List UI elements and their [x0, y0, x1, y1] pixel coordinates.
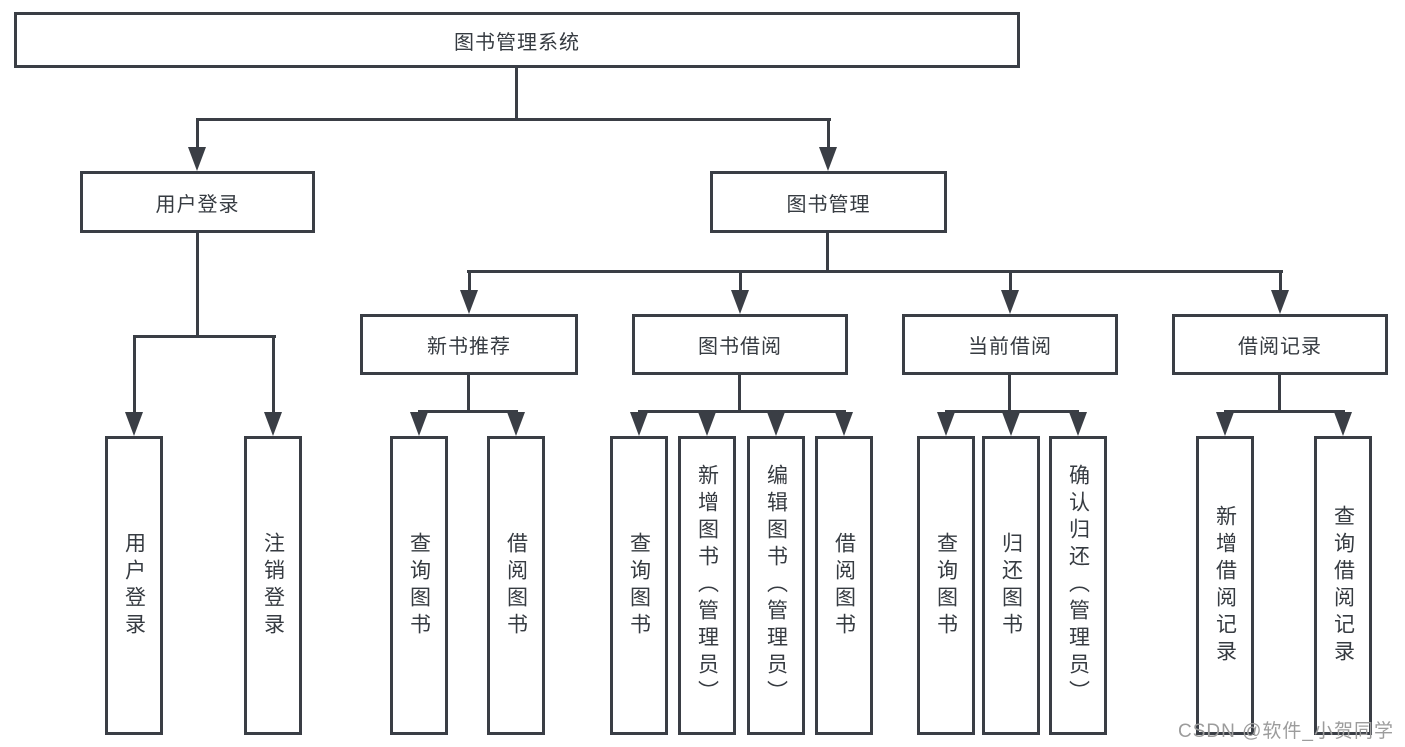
- connector-line: [1009, 270, 1012, 296]
- node-label: 新书推荐: [427, 336, 511, 358]
- node-label: 编辑图书（管理员）: [764, 464, 788, 707]
- arrow-down-icon: [188, 147, 206, 171]
- connector-line: [196, 118, 199, 152]
- leaf-logout: 注销登录: [244, 436, 302, 735]
- connector-line: [467, 270, 1283, 273]
- connector-line: [467, 375, 470, 413]
- arrow-down-icon: [1216, 412, 1234, 436]
- leaf-borrowing-query-books: 查询图书: [610, 436, 668, 735]
- connector-line: [1224, 410, 1345, 413]
- leaf-borrowing-add-books-admin: 新增图书（管理员）: [678, 436, 736, 735]
- csdn-watermark: CSDN @软件_小贺同学: [1178, 721, 1394, 742]
- leaf-user-login: 用户登录: [105, 436, 163, 735]
- connector-line: [826, 233, 829, 273]
- connector-line: [739, 270, 742, 296]
- arrow-down-icon: [125, 412, 143, 436]
- node-new-book-recommend: 新书推荐: [360, 314, 578, 375]
- arrow-down-icon: [1002, 412, 1020, 436]
- arrow-down-icon: [460, 290, 478, 314]
- connector-line: [1008, 375, 1011, 413]
- node-label: 借阅图书: [832, 531, 856, 640]
- node-label: 新增借阅记录: [1213, 504, 1237, 667]
- connector-line: [196, 118, 831, 121]
- arrow-down-icon: [767, 412, 785, 436]
- arrow-down-icon: [1069, 412, 1087, 436]
- node-label: 查询借阅记录: [1331, 504, 1355, 667]
- arrow-down-icon: [1271, 290, 1289, 314]
- node-label: 图书管理: [786, 193, 871, 216]
- leaf-current-return-books: 归还图书: [982, 436, 1040, 735]
- leaf-records-add-record: 新增借阅记录: [1196, 436, 1254, 735]
- connector-line: [827, 118, 830, 152]
- leaf-newbook-query-books: 查询图书: [390, 436, 448, 735]
- arrow-down-icon: [731, 290, 749, 314]
- arrow-down-icon: [410, 412, 428, 436]
- node-book-management: 图书管理: [710, 171, 947, 233]
- arrow-down-icon: [698, 412, 716, 436]
- node-label: 确认归还（管理员）: [1066, 464, 1090, 707]
- leaf-records-query-record: 查询借阅记录: [1314, 436, 1372, 735]
- connector-line: [196, 233, 199, 338]
- node-label: 图书管理系统: [454, 31, 580, 54]
- connector-line: [1279, 270, 1282, 296]
- connector-line: [1278, 375, 1281, 413]
- connector-line: [738, 375, 741, 413]
- node-label: 用户登录: [122, 531, 146, 640]
- node-book-borrowing: 图书借阅: [632, 314, 848, 375]
- connector-line: [638, 410, 846, 413]
- connector-line: [945, 410, 1079, 413]
- node-label: 借阅记录: [1238, 336, 1322, 358]
- node-label: 用户登录: [155, 193, 240, 216]
- node-label: 查询图书: [407, 531, 431, 640]
- connector-line: [418, 410, 518, 413]
- node-label: 借阅图书: [504, 531, 528, 640]
- node-user-login: 用户登录: [80, 171, 315, 233]
- leaf-borrowing-borrow-books: 借阅图书: [815, 436, 873, 735]
- leaf-borrowing-edit-books-admin: 编辑图书（管理员）: [747, 436, 805, 735]
- node-label: 当前借阅: [968, 336, 1052, 358]
- node-label: 归还图书: [999, 531, 1023, 640]
- arrow-down-icon: [630, 412, 648, 436]
- arrow-down-icon: [937, 412, 955, 436]
- node-label: 注销登录: [261, 531, 285, 640]
- connector-line: [133, 335, 136, 416]
- arrow-down-icon: [1334, 412, 1352, 436]
- connector-line: [272, 335, 275, 416]
- node-label: 查询图书: [934, 531, 958, 640]
- arrow-down-icon: [1001, 290, 1019, 314]
- node-label: 新增图书（管理员）: [695, 464, 719, 707]
- leaf-current-query-books: 查询图书: [917, 436, 975, 735]
- node-current-borrowing: 当前借阅: [902, 314, 1118, 375]
- arrow-down-icon: [819, 147, 837, 171]
- connector-line: [468, 270, 471, 296]
- leaf-current-confirm-return-admin: 确认归还（管理员）: [1049, 436, 1107, 735]
- connector-line: [133, 335, 276, 338]
- node-borrowing-records: 借阅记录: [1172, 314, 1388, 375]
- arrow-down-icon: [264, 412, 282, 436]
- connector-line: [515, 68, 518, 121]
- node-label: 查询图书: [627, 531, 651, 640]
- node-library-management-system: 图书管理系统: [14, 12, 1020, 68]
- node-label: 图书借阅: [698, 336, 782, 358]
- arrow-down-icon: [507, 412, 525, 436]
- leaf-newbook-borrow-books: 借阅图书: [487, 436, 545, 735]
- arrow-down-icon: [835, 412, 853, 436]
